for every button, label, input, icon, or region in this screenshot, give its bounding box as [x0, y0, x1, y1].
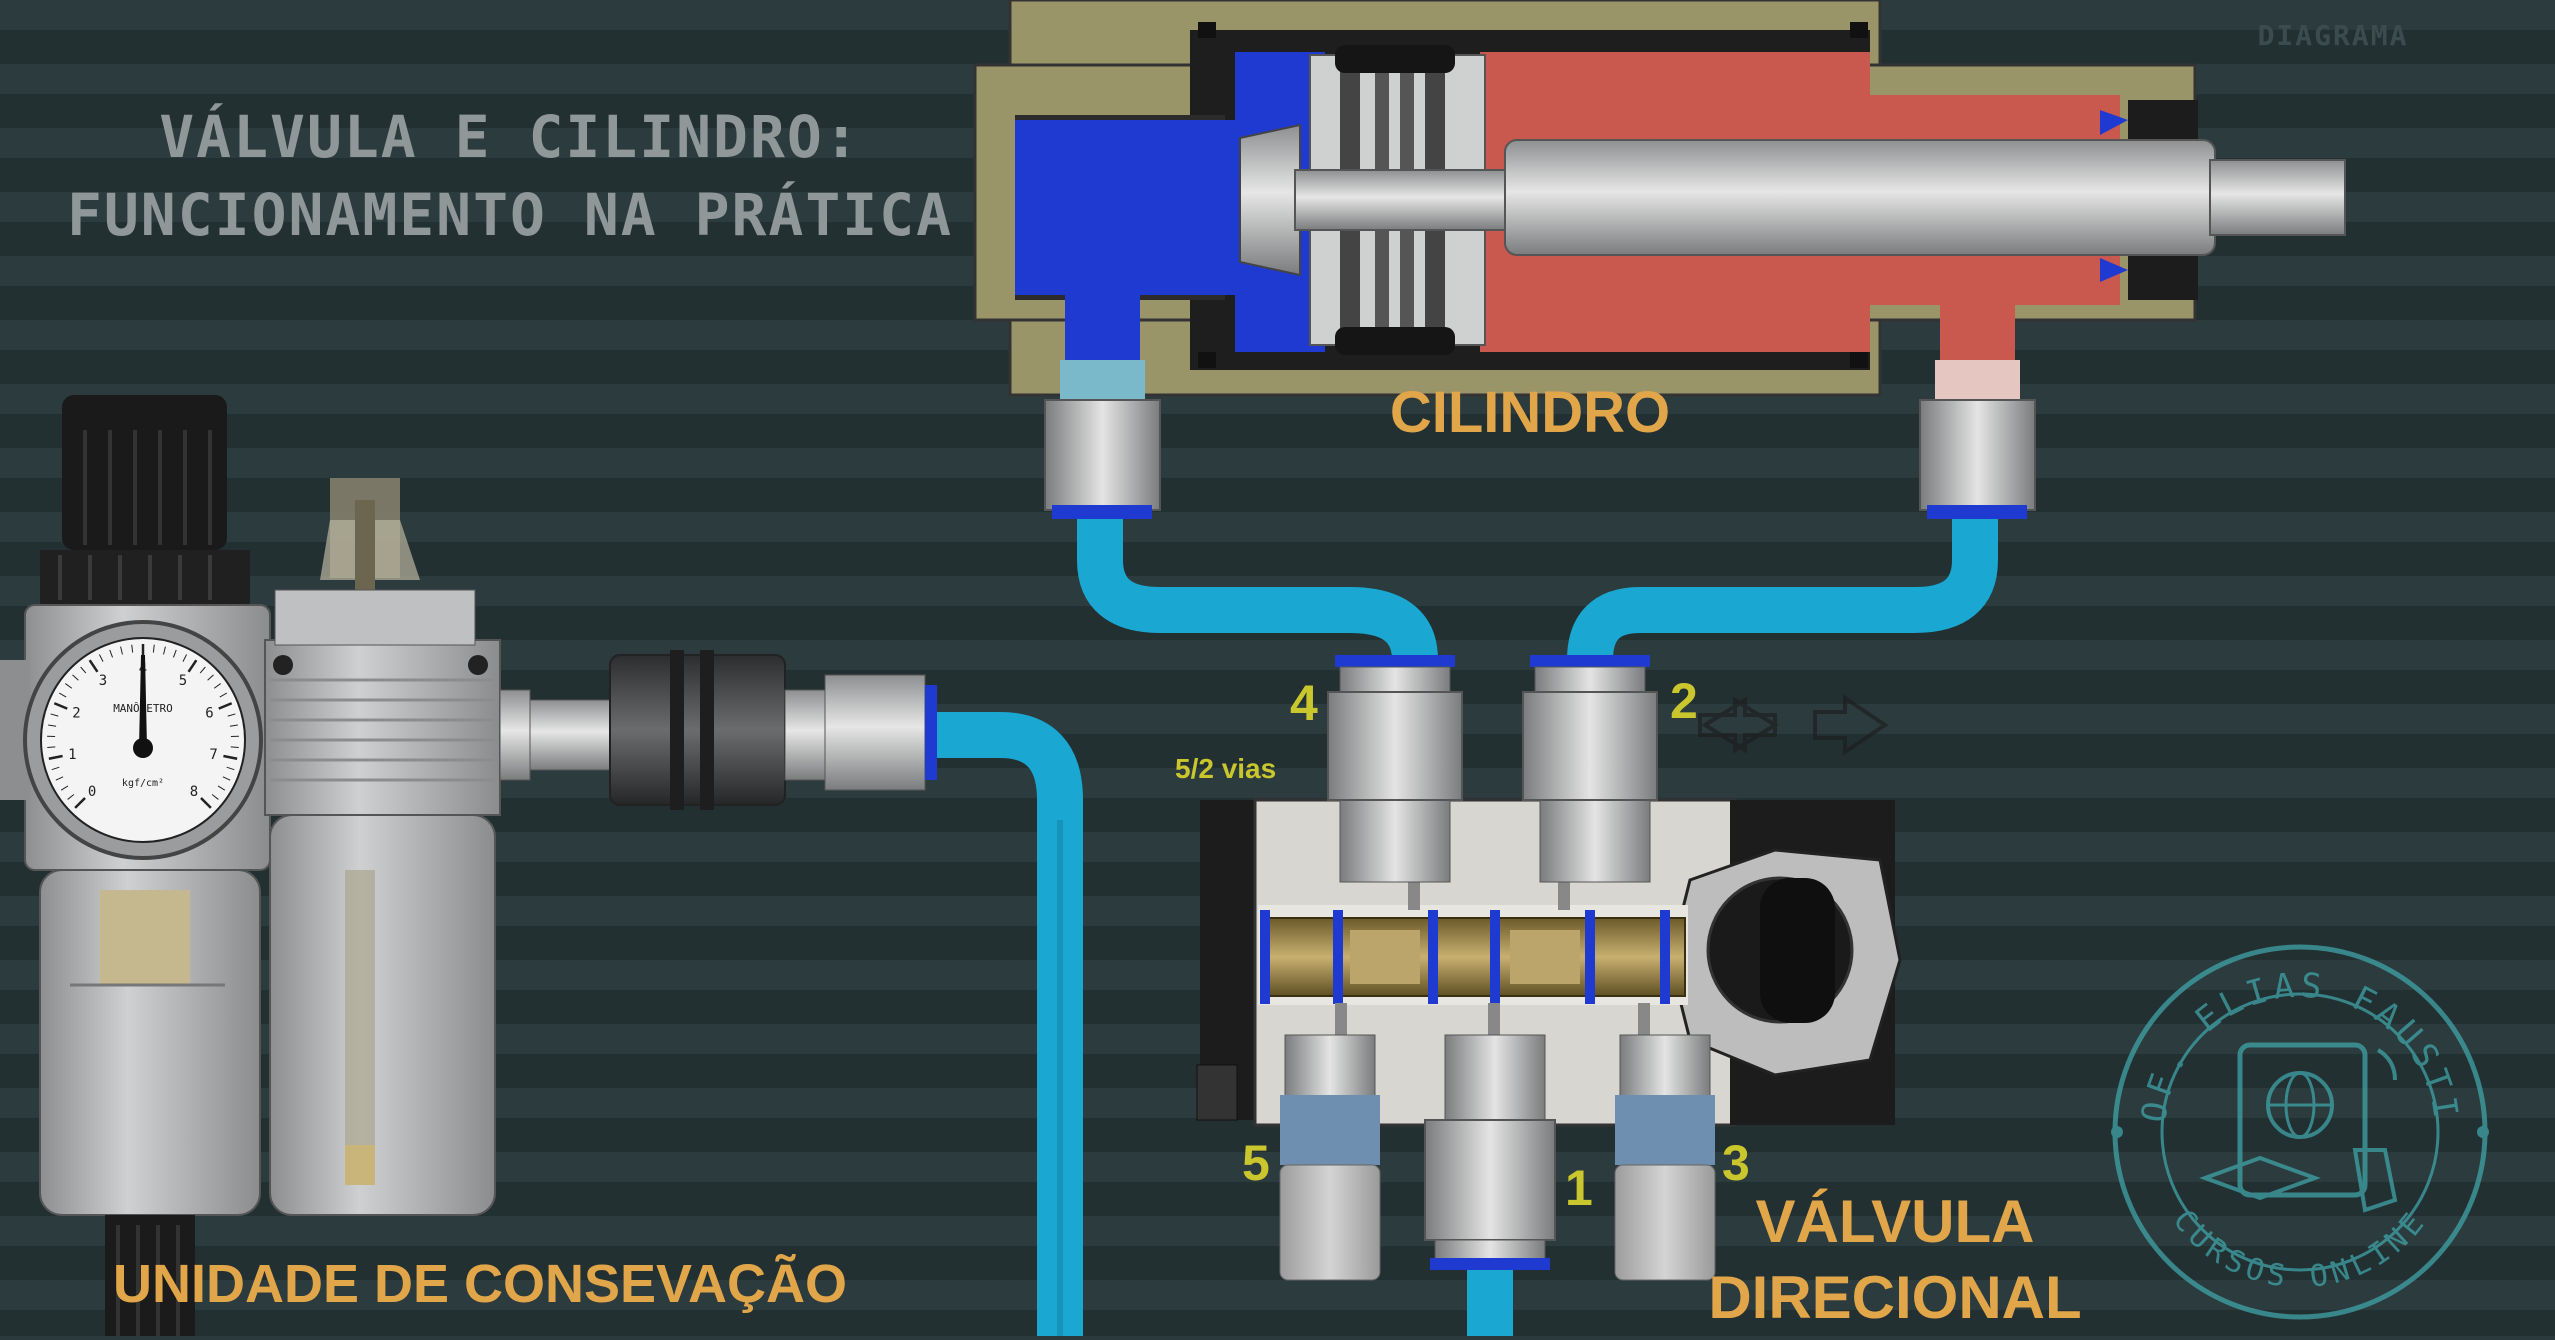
- port-2-label: 2: [1670, 673, 1698, 729]
- lubricator-bowl: [270, 815, 495, 1215]
- label-conservation-unit: UNIDADE DE CONSEVAÇÃO: [113, 1254, 847, 1314]
- gauge-tick-label: 2: [72, 705, 80, 721]
- gauge-tick-label: 1: [68, 747, 76, 763]
- gauge-tick-label: 7: [209, 747, 217, 763]
- piston-rod-inner: [1295, 170, 1515, 230]
- silencer-port5: [1280, 1095, 1380, 1280]
- port-3-label: 3: [1722, 1135, 1750, 1191]
- valve-fitting-port1: [1425, 1120, 1555, 1270]
- gauge-tick-label: 6: [205, 705, 213, 721]
- gauge-tick: [231, 747, 239, 748]
- cylinder-fitting-right: [1920, 360, 2035, 519]
- title-line2: FUNCIONAMENTO NA PRÁTICA: [67, 180, 953, 249]
- silencer-port3: [1615, 1095, 1715, 1280]
- lubricator-body: [265, 640, 500, 815]
- piston-rod: [1505, 140, 2215, 255]
- valve-fitting-port2: [1523, 655, 1657, 800]
- label-valve-line2: DIRECIONAL: [1708, 1264, 2081, 1331]
- port-5-label: 5: [1242, 1135, 1270, 1191]
- directional-valve: [1197, 800, 1900, 1125]
- cylinder-fitting-left: [1045, 360, 1160, 519]
- valve-spool: [1260, 910, 1685, 1004]
- port-1-label: 1: [1565, 1160, 1593, 1216]
- gauge-tick-label: 0: [88, 784, 96, 800]
- gauge-tick-label: 5: [179, 673, 187, 689]
- gauge-tick: [47, 747, 55, 748]
- title-line1: VÁLVULA E CILINDRO:: [159, 102, 860, 171]
- gauge-tick-label: 3: [99, 673, 107, 689]
- valve-fitting-port4: [1328, 655, 1462, 800]
- gauge-unit: kgf/cm²: [122, 778, 164, 789]
- label-valve-line1: VÁLVULA: [1756, 1188, 2035, 1255]
- pressure-gauge: 012345678 MANÔMETRO kgf/cm²: [25, 622, 261, 858]
- gauge-tick-label: 8: [190, 784, 198, 800]
- blue-chamber-cap: [1015, 120, 1240, 295]
- label-valve-type: 5/2 vias: [1175, 753, 1276, 784]
- rod-tip: [2210, 160, 2345, 235]
- quick-coupler: [610, 655, 785, 805]
- port-4-label: 4: [1290, 675, 1318, 731]
- top-right-tag: DIAGRAMA: [2258, 19, 2409, 52]
- label-cylinder: CILINDRO: [1390, 380, 1670, 445]
